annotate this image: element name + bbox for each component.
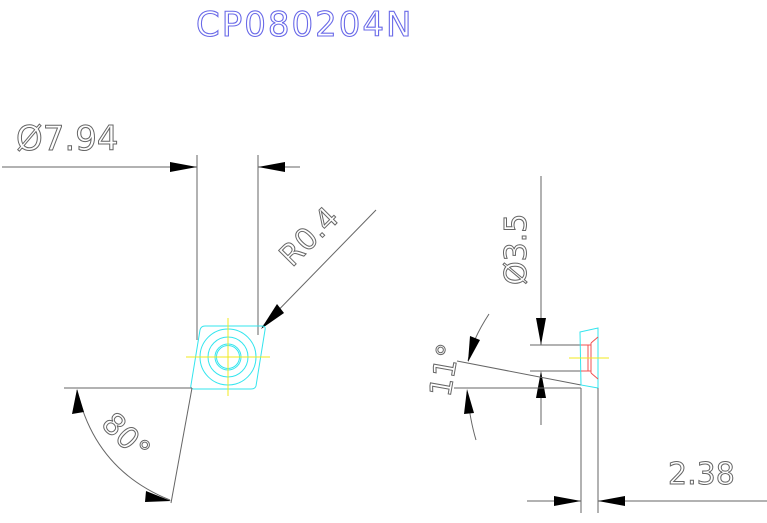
corner-radius-dimension: R0.4 bbox=[261, 200, 377, 329]
included-angle-dimension: 80° bbox=[64, 387, 193, 504]
clearance-angle-dimension: 11° bbox=[423, 313, 582, 441]
clearance-angle-label: 11° bbox=[423, 341, 467, 399]
arrow-right-icon bbox=[554, 496, 581, 506]
arrow-left-icon bbox=[258, 162, 285, 172]
inscribed-circle-dimension: Ø7.94 bbox=[2, 119, 300, 340]
inscribed-circle-diameter-label: Ø7.94 bbox=[16, 119, 118, 159]
arrow-up-icon bbox=[536, 371, 546, 398]
hole-diameter-dimension: Ø3.5 bbox=[499, 176, 583, 425]
thickness-dimension: 2.38 bbox=[527, 388, 767, 513]
corner-radius-label: R0.4 bbox=[273, 200, 346, 273]
arrow-right-icon bbox=[170, 162, 197, 172]
included-angle-label: 80° bbox=[94, 406, 156, 468]
side-view: Ø3.5 11° bbox=[423, 176, 767, 513]
arrow-right-icon bbox=[145, 491, 171, 502]
top-view: Ø7.94 R0.4 80° bbox=[2, 119, 377, 504]
arrow-up-icon bbox=[72, 389, 84, 414]
arrow-left-icon bbox=[598, 496, 625, 506]
arrow-down-icon bbox=[468, 336, 480, 362]
drawing-title: CP080204N bbox=[196, 5, 413, 45]
arrow-diagonal-icon bbox=[261, 304, 284, 329]
thickness-label: 2.38 bbox=[668, 457, 735, 492]
arrow-up-icon bbox=[464, 389, 474, 414]
insert-top-view bbox=[186, 318, 270, 396]
insert-side-view bbox=[569, 327, 609, 389]
arrow-down-icon bbox=[536, 318, 546, 345]
hole-diameter-label: Ø3.5 bbox=[499, 214, 534, 285]
